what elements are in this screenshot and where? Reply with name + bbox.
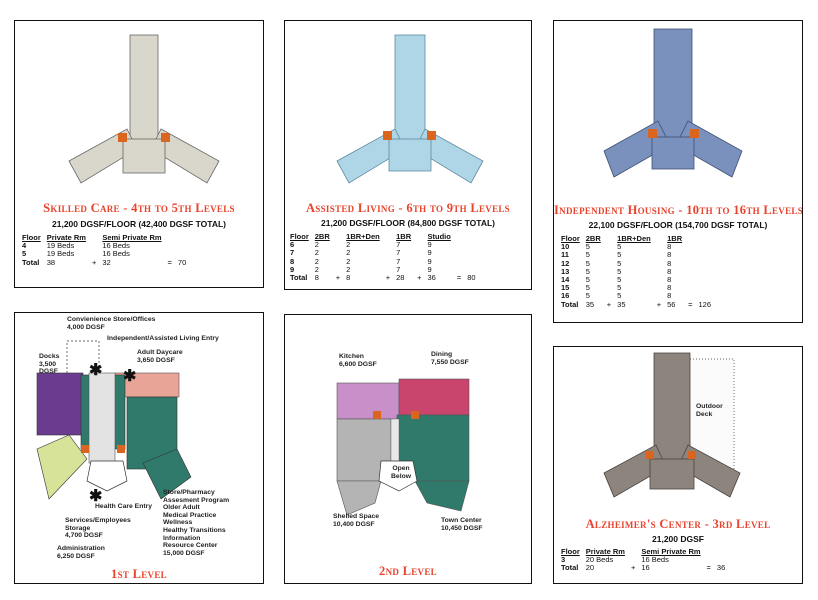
assisted-living-subtitle: 21,200 DGSF/FLOOR (84,800 DGSF TOTAL)	[321, 218, 495, 228]
daycare-entry-star-icon: ✱	[123, 368, 137, 385]
level1-title: 1st Level	[111, 567, 167, 581]
store-entry-star-icon: ✱	[89, 362, 103, 379]
label-kitchen: Kitchen 6,600 DGSF	[339, 353, 377, 368]
skilled-care-title: Skilled Care - 4th to 5th Levels	[43, 201, 235, 215]
assisted-living-floorplan	[336, 34, 484, 184]
label-living-entry: Independent/Assisted Living Entry	[107, 335, 219, 342]
label-convenience-store: Convienience Store/Offices 4,000 DGSF	[67, 316, 156, 331]
alzheimer-center-floorplan	[603, 352, 741, 498]
label-adult-daycare: Adult Daycare 3,650 DGSF	[137, 349, 183, 364]
independent-housing-panel: Independent Housing - 10th to 16th Level…	[553, 20, 803, 323]
level2-panel: Kitchen 6,600 DGSF Dining 7,550 DGSF Ope…	[284, 314, 532, 584]
health-care-entry-star-icon: ✱	[89, 488, 103, 505]
label-dining: Dining 7,550 DGSF	[431, 351, 469, 366]
level1-panel: ✱ ✱ ✱ Convienience Store/Offices 4,000 D…	[14, 312, 264, 584]
label-town-center: Town Center 10,450 DGSF	[441, 517, 483, 532]
independent-housing-title: Independent Housing - 10th to 16th Level…	[554, 203, 803, 217]
skilled-care-subtitle: 21,200 DGSF/FLOOR (42,400 DGSF TOTAL)	[52, 219, 226, 229]
label-pharmacy: Store/Pharmacy Assesment Program Older A…	[163, 489, 230, 557]
label-shelled-space: Shelled Space 10,400 DGSF	[333, 513, 380, 528]
independent-housing-subtitle: 22,100 DGSF/FLOOR (154,700 DGSF TOTAL)	[588, 220, 768, 230]
label-services: Services/Employees Storage 4,700 DGSF	[65, 517, 131, 540]
level2-floorplan	[336, 378, 470, 516]
alzheimer-center-subtitle: 21,200 DGSF	[652, 534, 704, 544]
label-open-below: Open Below	[391, 465, 412, 480]
skilled-care-panel: Skilled Care - 4th to 5th Levels 21,200 …	[14, 20, 264, 288]
assisted-living-title: Assisted Living - 6th to 9th Levels	[305, 201, 510, 215]
level1-floorplan	[36, 340, 192, 500]
assisted-living-panel: Assisted Living - 6th to 9th Levels 21,2…	[284, 20, 532, 290]
label-administration: Administration 6,250 DGSF	[57, 545, 105, 560]
skilled-care-floorplan	[68, 34, 220, 184]
independent-housing-floorplan	[603, 28, 743, 178]
label-outdoor-deck: Outdoor Deck	[696, 403, 723, 418]
label-health-care-entry: Health Care Entry	[95, 503, 153, 510]
label-docks: Docks 3,500 DGSF	[39, 353, 60, 376]
level2-title: 2nd Level	[379, 564, 437, 578]
alzheimer-center-panel: Outdoor Deck Alzheimer's Center - 3rd Le…	[553, 346, 803, 584]
alzheimer-center-title: Alzheimer's Center - 3rd Level	[585, 517, 771, 531]
